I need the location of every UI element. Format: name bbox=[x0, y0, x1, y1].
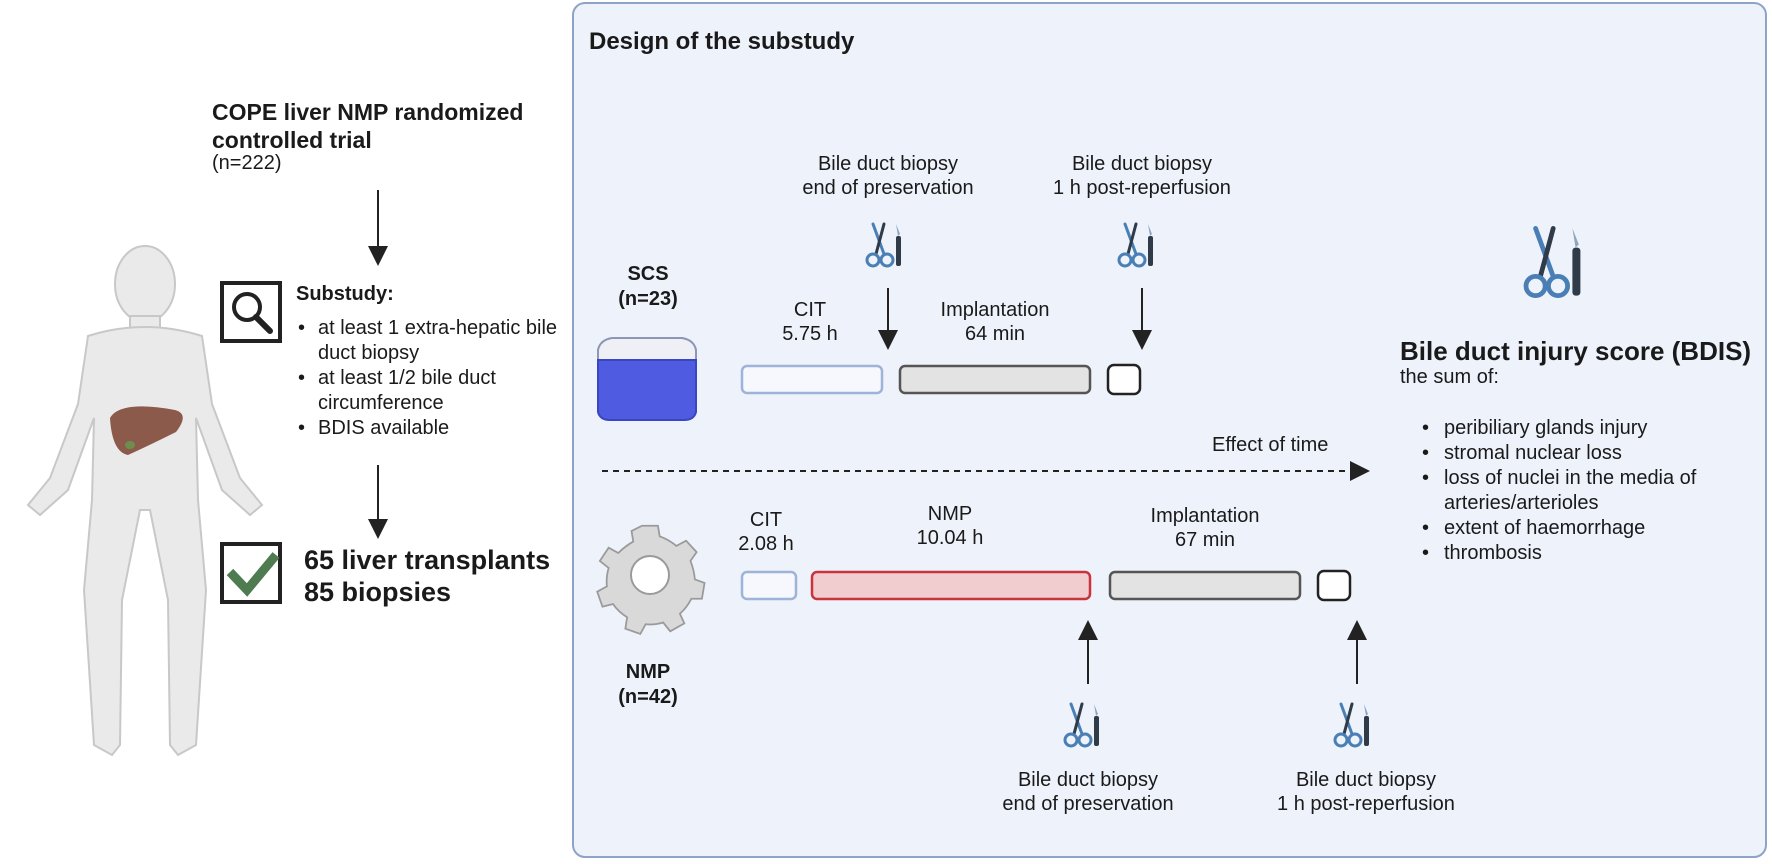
bdis-list: peribiliary glands injury stromal nuclea… bbox=[1420, 416, 1760, 566]
list-item: at least 1 extra-hepatic bile duct biops… bbox=[296, 316, 566, 366]
scs-implantation-bar bbox=[898, 364, 1092, 395]
nmp-perfusion-title: NMP bbox=[927, 503, 973, 525]
cooler-icon bbox=[597, 337, 697, 421]
magnifier-icon bbox=[220, 281, 282, 343]
list-item: peribiliary glands injury bbox=[1420, 416, 1760, 441]
nmp-label: NMP bbox=[625, 661, 671, 683]
list-item: BDIS available bbox=[296, 416, 566, 441]
scs-implantation-value: 64 min bbox=[964, 323, 1026, 345]
list-item: loss of nuclei in the media of arteries/… bbox=[1420, 466, 1760, 516]
scs-biopsy2-label: Bile duct biopsy 1 h post-reperfusion bbox=[1032, 152, 1252, 200]
nmp-perfusion-bar bbox=[810, 570, 1092, 601]
scs-n: (n=23) bbox=[618, 288, 678, 310]
nmp-biopsy1-line2: end of preservation bbox=[1002, 793, 1174, 815]
nmp-implantation-label: Implantation 67 min bbox=[1130, 504, 1280, 552]
list-item: at least 1/2 bile duct circumference bbox=[296, 366, 566, 416]
nmp-cit-label: CIT 2.08 h bbox=[726, 508, 806, 556]
nmp-cit-value: 2.08 h bbox=[738, 533, 794, 555]
scs-post-reperfusion-box bbox=[1106, 363, 1142, 396]
nmp-biopsy1-label: Bile duct biopsy end of preservation bbox=[978, 768, 1198, 816]
bdis-title: Bile duct injury score (BDIS) bbox=[1400, 336, 1752, 366]
scs-biopsy1-line2: end of preservation bbox=[802, 177, 974, 199]
gear-icon bbox=[596, 524, 706, 636]
liver-icon bbox=[110, 406, 183, 455]
nmp-cit-bar bbox=[740, 570, 798, 601]
bdis-subtitle: the sum of: bbox=[1400, 366, 1499, 388]
checkmark-icon bbox=[220, 542, 282, 604]
nmp-biopsy2-label: Bile duct biopsy 1 h post-reperfusion bbox=[1256, 768, 1476, 816]
scs-cit-bar bbox=[740, 364, 884, 395]
nmp-implantation-bar bbox=[1108, 570, 1302, 601]
nmp-cit-title: CIT bbox=[749, 509, 783, 531]
result-biopsies: 85 biopsies bbox=[304, 577, 452, 607]
design-panel-bg bbox=[572, 2, 1767, 858]
nmp-implantation-title: Implantation bbox=[1150, 505, 1260, 527]
scs-implantation-title: Implantation bbox=[940, 299, 1050, 321]
effect-of-time-label: Effect of time bbox=[1212, 434, 1329, 456]
substudy-criteria-list: at least 1 extra-hepatic bile duct biops… bbox=[296, 316, 566, 441]
nmp-biopsy2-line1: Bile duct biopsy bbox=[1295, 769, 1437, 791]
nmp-perfusion-value: 10.04 h bbox=[916, 527, 984, 549]
list-item: extent of haemorrhage bbox=[1420, 516, 1760, 541]
nmp-perfusion-label: NMP 10.04 h bbox=[900, 502, 1000, 550]
scs-implantation-label: Implantation 64 min bbox=[920, 298, 1070, 346]
list-item: thrombosis bbox=[1420, 541, 1760, 566]
scs-cit-label: CIT 5.75 h bbox=[760, 298, 860, 346]
scs-cit-title: CIT bbox=[793, 299, 827, 321]
nmp-biopsy2-line2: 1 h post-reperfusion bbox=[1277, 793, 1455, 815]
human-body-icon bbox=[26, 245, 264, 757]
scs-biopsy2-line1: Bile duct biopsy bbox=[1071, 153, 1213, 175]
scs-biopsy2-line2: 1 h post-reperfusion bbox=[1053, 177, 1231, 199]
nmp-group-label: NMP (n=42) bbox=[600, 660, 696, 710]
scs-biopsy1-label: Bile duct biopsy end of preservation bbox=[778, 152, 998, 200]
trial-n: (n=222) bbox=[212, 152, 282, 174]
result-transplants: 65 liver transplants bbox=[304, 545, 551, 575]
nmp-implantation-value: 67 min bbox=[1174, 529, 1236, 551]
substudy-title: Substudy: bbox=[296, 283, 394, 305]
nmp-biopsy1-line1: Bile duct biopsy bbox=[1017, 769, 1159, 791]
result-text: 65 liver transplants 85 biopsies bbox=[304, 544, 550, 608]
list-item: stromal nuclear loss bbox=[1420, 441, 1760, 466]
nmp-post-reperfusion-box bbox=[1316, 569, 1352, 602]
scs-cit-value: 5.75 h bbox=[782, 323, 838, 345]
scs-label: SCS bbox=[627, 263, 669, 285]
panel-title: Design of the substudy bbox=[589, 28, 855, 55]
scs-biopsy1-line1: Bile duct biopsy bbox=[817, 153, 959, 175]
scs-group-label: SCS (n=23) bbox=[600, 262, 696, 312]
nmp-n: (n=42) bbox=[618, 686, 678, 708]
trial-title: COPE liver NMP randomized controlled tri… bbox=[212, 99, 524, 153]
